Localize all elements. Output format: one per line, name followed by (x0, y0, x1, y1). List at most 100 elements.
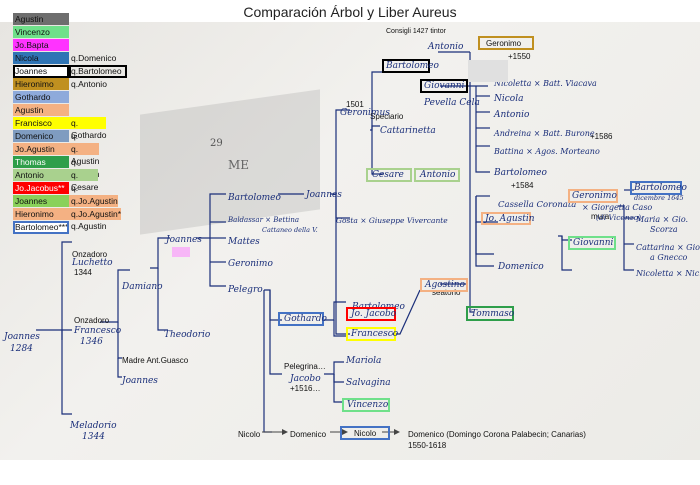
pink-marker (172, 247, 190, 257)
legend-extra: q.Jo.Agustin q.Agustin (69, 195, 118, 218)
baldassar-2: Cattaneo della V. (262, 226, 318, 234)
box-agostino: Agostino (420, 278, 468, 292)
antonio-c: Antonio (494, 110, 530, 120)
nicolo-a: Nicolo (238, 430, 261, 439)
onzadoro-1: Onzadoro (72, 250, 108, 259)
legend-swatch: Jo.Jacobus** (13, 182, 69, 194)
jacobo: Jacobo (290, 374, 321, 384)
date-1645: dicembre 1645 (634, 194, 684, 202)
box-vincenzo: Vincenzo (342, 398, 390, 412)
nicoletta-b: Nicoletta × Nic.Fascio (636, 269, 700, 278)
pelegro: Pelegro (228, 285, 263, 295)
cattarina-2: a Gnecco (650, 253, 688, 262)
date-1516: +1516… (290, 384, 321, 393)
legend-swatch: Francisco (13, 117, 69, 129)
scanned-tree-photo (0, 22, 700, 460)
gosta: Gosta × Giuseppe Vivercante (336, 216, 448, 225)
cattarina: Cattarina × Gio. (636, 243, 700, 252)
legend-extra: q. Agustin (69, 143, 100, 166)
legend-swatch: Antonio (13, 169, 69, 181)
box-tommaso: Tommaso (466, 306, 514, 321)
baldassar: Baldassar × Bettina (228, 216, 300, 224)
seatorio-note: seatorio (432, 288, 461, 297)
legend-extra: q. Gothardo (71, 183, 106, 205)
date-1550: +1550 (508, 52, 531, 61)
domenico-b: Domenico (290, 430, 327, 439)
legend-swatch: Jo.Bapta (13, 39, 69, 51)
bartolomeo-a: Bartolomeo (228, 193, 281, 203)
legend-extra: q. Nicolai (71, 131, 97, 153)
mariola: Mariola (346, 356, 382, 366)
legend-border (13, 65, 69, 78)
theodorio: Theodorio (164, 330, 211, 340)
legend-swatch: Nicola (13, 52, 69, 64)
legend-extra: q.Bartolomeo (71, 66, 122, 76)
francisco: Francesco (74, 326, 122, 336)
meladorio: Meladorio (70, 421, 117, 431)
legend-swatch: Agustin (13, 13, 69, 25)
tree-connectors (36, 51, 634, 435)
box-gothardo: Gothardo (278, 312, 327, 326)
legend-swatch: Hieronimo (13, 78, 69, 90)
legend-extra: q. Cesare (69, 169, 99, 192)
legend-swatch: Bartolomeo*** (13, 221, 69, 233)
battina: Battina × Agos. Morteano (494, 147, 600, 156)
box-jo-agustin: Jo. Agustin (481, 212, 535, 225)
legend-swatch: Thomas (13, 156, 69, 168)
antonio-b: Antonio (428, 42, 464, 52)
box-geronimo-top: Geronimo (478, 36, 534, 50)
box-giovanni-top: Giovanni (420, 79, 468, 93)
legend-swatch: Jo.Agustin (13, 143, 69, 155)
legend-swatch: Joannes (13, 65, 69, 77)
mattes: Mattes (228, 237, 260, 247)
box-antonio-a: Antonio (414, 168, 460, 182)
box-bartolomeo-top: Bartolomeo (382, 59, 439, 73)
date-1550-1618: 1550-1618 (408, 441, 447, 450)
date-1584: +1584 (511, 181, 534, 190)
date-1344b: 1344 (82, 432, 105, 442)
box-francesco: Francesco (346, 327, 398, 341)
pelegrina-note: Pelegrina… (284, 362, 326, 371)
legend-border-bartolomeo (69, 65, 127, 78)
legend-extra: q. Agustin (71, 157, 99, 179)
legend-swatch: Hieronimo (13, 208, 69, 220)
salvagina: Salvagina (346, 378, 391, 388)
joannes-b: Joannes (166, 235, 202, 245)
date-1501: 1501 (346, 100, 364, 109)
nicola: Nicola (494, 94, 524, 104)
date-1346: 1346 (80, 337, 103, 347)
gorgetta: × Giorgetta Caso (582, 203, 653, 212)
cassella: Cassella Coronata (498, 200, 577, 210)
bartolomeo-c: Bartolomeo (494, 168, 547, 178)
box-cesare: Cesare (366, 168, 412, 182)
box-geronimo-b: Geronimo (568, 189, 618, 203)
legend-swatch: Domenico (13, 130, 69, 142)
pevella: Pevella Cela (424, 98, 480, 108)
grey-patch (468, 60, 508, 82)
maria-2: Scorza (650, 225, 678, 234)
onzadoro-2: Onzadoro (74, 316, 110, 325)
legend-border (13, 221, 69, 234)
legend-swatch: Joannes (13, 195, 69, 207)
box-nicolo-b: Nicolo (340, 426, 390, 440)
nicoletta: Nicoletta × Batt. Viacava (494, 79, 597, 88)
maria: Maria × Gio. (636, 215, 689, 224)
legend-extra: q.Jo.Agustin* q.Agustin (69, 208, 122, 231)
page-title: Comparación Árbol y Liber Aureus (243, 4, 457, 20)
domenico-a: Domenico (498, 262, 544, 272)
joannes-d: Joannes (306, 190, 342, 200)
photo-text-me: ME (228, 158, 250, 172)
geronimus: Geronimus (340, 108, 390, 118)
legend-swatch: Agustin (13, 104, 69, 116)
mura-note: mura (591, 212, 610, 221)
madre-note: Madre Ant.Guasco (122, 356, 189, 365)
damiano: Damiano (122, 282, 163, 292)
gorgetta-2: (di Vicenzo) (596, 213, 642, 222)
date-1344a: 1344 (74, 268, 92, 277)
joannes-c: Joannes (122, 376, 158, 386)
legend-swatch: Vincenzo (13, 26, 69, 38)
box-giovanni-b: Giovanni (568, 236, 616, 250)
domenico-c: Domenico (Domingo Corona Palabecin; Cana… (408, 430, 586, 439)
legend-extra: q.Antonio (71, 79, 107, 89)
speciario-note: Speciario (370, 112, 404, 121)
